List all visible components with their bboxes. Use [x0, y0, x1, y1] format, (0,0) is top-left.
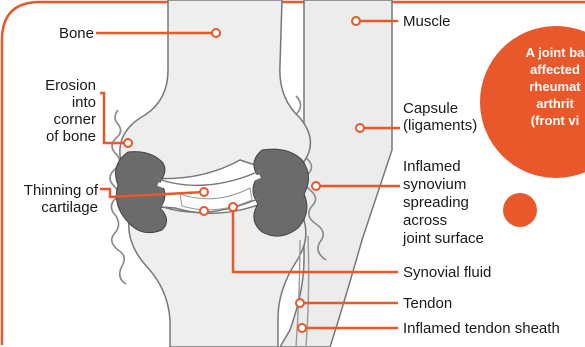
label-inflamed-tendon-sheath: Inflamed tendon sheath [403, 320, 560, 337]
label-erosion: Erosion into corner of bone [20, 77, 96, 145]
dot-muscle [352, 17, 360, 25]
dot-thinning-bottom [200, 207, 208, 215]
label-muscle: Muscle [403, 13, 451, 30]
label-synovial-fluid: Synovial fluid [403, 264, 491, 281]
synovium-left [116, 152, 167, 233]
dot-erosion [124, 139, 132, 147]
label-tendon: Tendon [403, 295, 452, 312]
dot-synovium [312, 182, 320, 190]
label-bone: Bone [20, 25, 94, 42]
dot-synovial-fluid [229, 203, 237, 211]
callout-text: A joint ba affected rheumat arthrit (fro… [500, 44, 585, 129]
dot-bone [212, 29, 220, 37]
dot-thinning-top [200, 188, 208, 196]
synovium-right [253, 149, 309, 236]
label-capsule: Capsule (ligaments) [403, 100, 477, 134]
dot-tendon [296, 299, 304, 307]
dot-tendon-sheath [298, 324, 306, 332]
label-thinning-of-cartilage: Thinning of cartilage [2, 182, 98, 216]
label-inflamed-synovium: Inflamed synovium spreading across joint… [403, 158, 484, 248]
dot-capsule [356, 124, 364, 132]
